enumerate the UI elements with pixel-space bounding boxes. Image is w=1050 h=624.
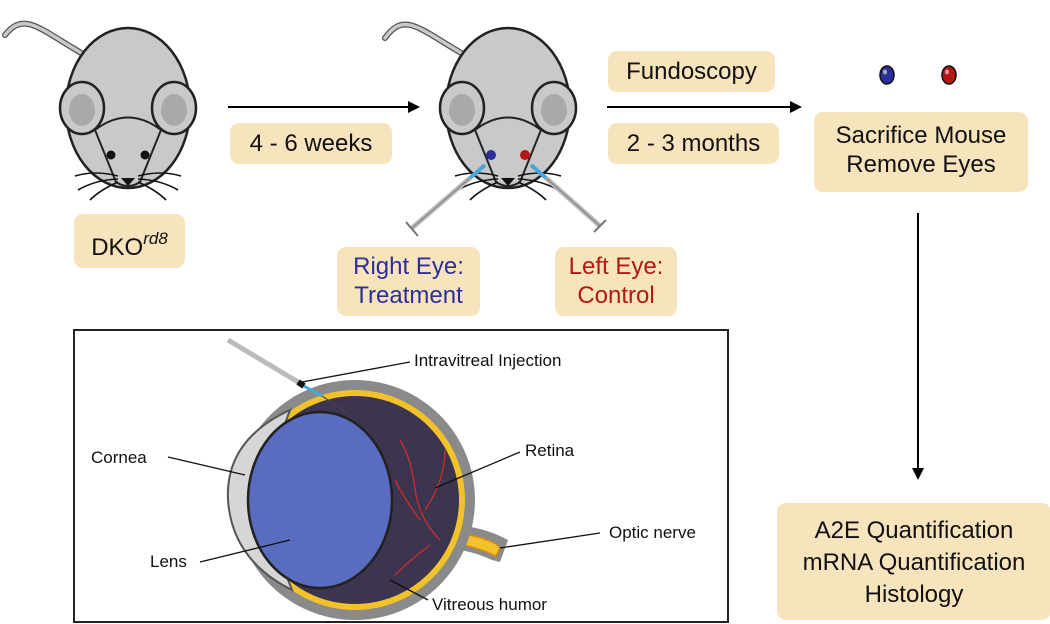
removed-eyes-icon [879, 65, 957, 85]
vitreous-label: Vitreous humor [432, 595, 547, 614]
left-eye-line1: Left Eye: [568, 253, 664, 280]
arrow2-label-top: Fundoscopy [608, 51, 775, 92]
injection-label: Intravitreal Injection [414, 351, 562, 370]
right-eye-line1: Right Eye: [353, 253, 464, 280]
outcome-histology: Histology [864, 581, 964, 608]
retina-label: Retina [525, 441, 575, 460]
mouse-icon-2 [382, 21, 578, 201]
leader-lines [167, 361, 601, 601]
left-eye-line2: Control [577, 282, 655, 309]
arrow2-label-bottom: 2 - 3 months [608, 123, 779, 164]
right-eye-line2: Treatment [354, 282, 463, 309]
mouse-strain-label: DKOrd8 [74, 214, 185, 268]
cornea-label: Cornea [91, 448, 147, 467]
syringe-icon-right-eye [405, 163, 487, 237]
sacrifice-label: Sacrifice Mouse Remove Eyes [814, 112, 1028, 192]
optic-nerve-label: Optic nerve [609, 523, 696, 542]
sacrifice-line1: Sacrifice Mouse [835, 122, 1007, 149]
sacrifice-line2: Remove Eyes [846, 151, 996, 178]
left-eye-label: Left Eye: Control [555, 247, 677, 316]
outcome-mrna: mRNA Quantification [802, 549, 1026, 576]
outcome-a2e: A2E Quantification [814, 517, 1014, 544]
arrow1-label: 4 - 6 weeks [230, 123, 392, 164]
strain-base: DKO [91, 234, 144, 261]
syringe-icon-left-eye [529, 163, 607, 233]
strain-superscript: rd8 [143, 229, 168, 248]
outcomes-label: A2E Quantification mRNA Quantification H… [777, 503, 1050, 620]
lens-label: Lens [150, 552, 187, 571]
right-eye-label: Right Eye: Treatment [337, 247, 480, 316]
eye-anatomy-illustration [226, 337, 508, 620]
mouse-icon-1 [2, 20, 198, 201]
